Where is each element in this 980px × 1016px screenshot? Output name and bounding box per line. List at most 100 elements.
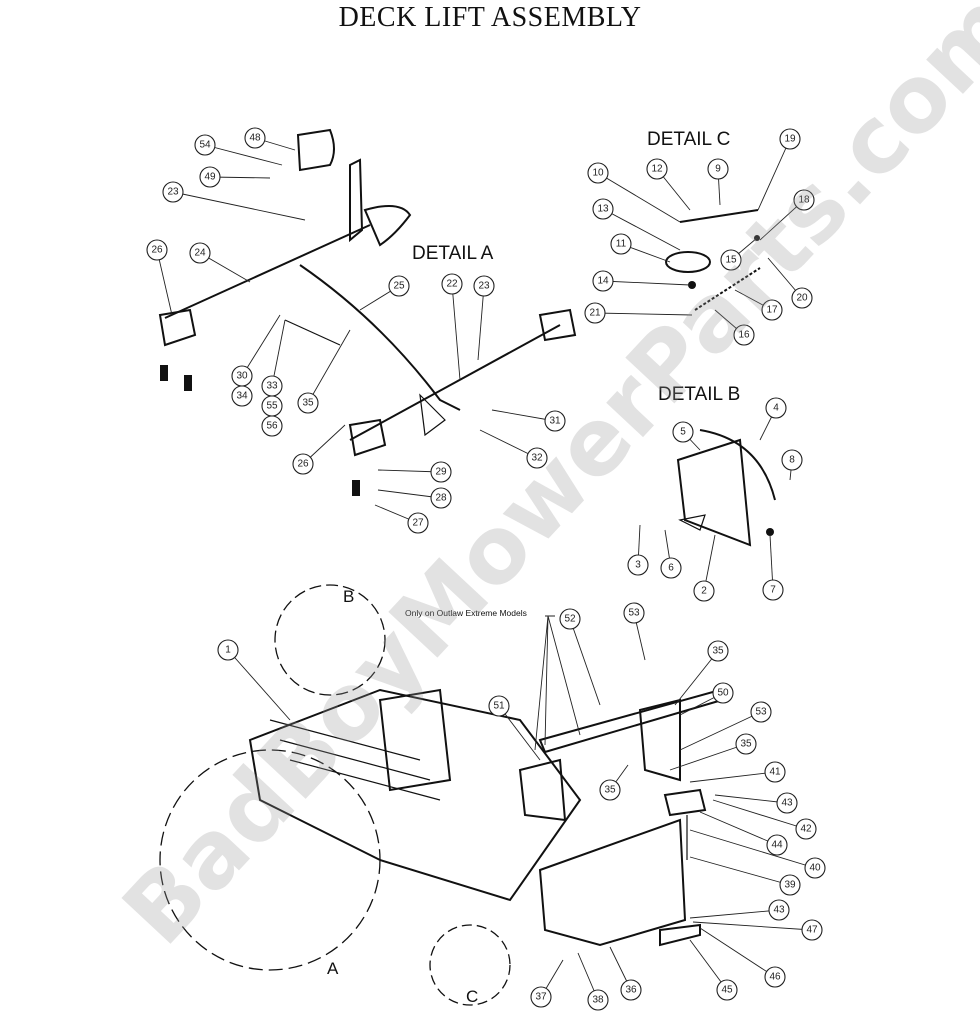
callout-number: 3 [635, 560, 641, 571]
callout-number: 41 [769, 767, 781, 778]
leader-line [679, 711, 762, 751]
pedal-pad [296, 128, 335, 172]
part-callout: 32 [526, 447, 548, 469]
leader-line [227, 649, 291, 721]
leader-line [271, 319, 286, 387]
part-callout: 14 [592, 270, 614, 292]
callout-number: 35 [302, 398, 314, 409]
callout-number: 54 [199, 140, 211, 151]
part-callout: 38 [587, 989, 609, 1011]
leader-line [699, 811, 778, 846]
view-letter-b: B [343, 587, 354, 606]
callout-number: 32 [531, 453, 543, 464]
callout-number: 26 [297, 459, 309, 470]
leader-line [674, 650, 719, 706]
callout-number: 56 [266, 421, 278, 432]
leader-line [479, 429, 538, 459]
callout-number: 33 [266, 381, 278, 392]
callout-number: 2 [701, 586, 707, 597]
detail-c-label: DETAIL C [647, 129, 730, 150]
leader-line [156, 249, 173, 316]
view-letter-a: A [327, 959, 339, 978]
part-callout: 53 [623, 602, 645, 624]
callout-number: 10 [592, 168, 604, 179]
part-callout: 29 [430, 461, 452, 483]
callout-number: 12 [651, 164, 663, 175]
leader-line [594, 312, 693, 316]
part-callout: 43 [776, 792, 798, 814]
callout-number: 17 [766, 305, 778, 316]
part-callout: 56 [261, 415, 283, 437]
part-callout: 22 [441, 273, 463, 295]
lift-link-rod [299, 264, 461, 411]
part-callout: 35 [297, 392, 319, 414]
part-callout: 6 [660, 557, 682, 579]
part-callout: 26 [292, 453, 314, 475]
callout-number: 42 [800, 824, 812, 835]
detail-b-assembly [676, 429, 776, 547]
callout-number: 49 [204, 172, 216, 183]
leader-line [699, 927, 776, 978]
callout-number: 40 [809, 863, 821, 874]
callout-number: 20 [796, 293, 808, 304]
part-callout: 33 [261, 375, 283, 397]
callout-number: 28 [435, 493, 447, 504]
leader-line [451, 283, 461, 381]
callout-number: 19 [784, 134, 796, 145]
part-callout: 35 [735, 733, 757, 755]
part-callout: 24 [189, 242, 211, 264]
leader-line [498, 705, 541, 761]
part-callout: 49 [199, 166, 221, 188]
callout-number: 48 [249, 133, 261, 144]
callout-number: 21 [589, 308, 601, 319]
part-callout: 13 [592, 198, 614, 220]
callout-number: 25 [393, 281, 405, 292]
callout-number: 38 [592, 995, 604, 1006]
callout-number: 36 [625, 985, 637, 996]
callout-number: 53 [755, 707, 767, 718]
front-shield [538, 818, 687, 947]
part-callout: 11 [610, 233, 632, 255]
callout-number: 45 [721, 985, 733, 996]
part-callout: 41 [764, 761, 786, 783]
part-callout: 39 [779, 874, 801, 896]
detail-a-circle [159, 749, 381, 971]
part-callout: 54 [194, 134, 216, 156]
part-callout: 21 [584, 302, 606, 324]
callout-number: 50 [717, 688, 729, 699]
callout-number: 22 [446, 279, 458, 290]
leader-line [477, 285, 485, 361]
part-callout: 34 [231, 385, 253, 407]
part-callout: 44 [766, 834, 788, 856]
part-callout: 31 [544, 410, 566, 432]
detail-a-assembly [158, 128, 577, 496]
callout-number: 4 [773, 403, 779, 414]
part-callout: 19 [779, 128, 801, 150]
part-callout: 55 [261, 395, 283, 417]
leader-line [204, 144, 283, 166]
callout-number: 53 [628, 608, 640, 619]
part-callout: 28 [430, 487, 452, 509]
callout-number: 14 [597, 276, 609, 287]
part-callout: 46 [764, 966, 786, 988]
detail-b-circle [274, 584, 386, 696]
callout-number: 34 [236, 391, 248, 402]
callout-number: 16 [738, 330, 750, 341]
lift-arm [349, 158, 364, 243]
part-callout: 17 [761, 299, 783, 321]
chassis-frame [248, 688, 724, 947]
part-callout: 51 [488, 695, 510, 717]
part-callout: 23 [473, 275, 495, 297]
pivot-bracket-end [538, 308, 577, 342]
callout-number: 15 [725, 255, 737, 266]
part-callout: 8 [781, 449, 803, 471]
detail-a-label: DETAIL A [412, 243, 494, 264]
callout-number: 43 [781, 798, 793, 809]
callout-number: 46 [769, 972, 781, 983]
part-callout: 48 [244, 127, 266, 149]
adjust-link [284, 319, 341, 346]
callout-number: 39 [784, 880, 796, 891]
callout-number: 18 [798, 195, 810, 206]
